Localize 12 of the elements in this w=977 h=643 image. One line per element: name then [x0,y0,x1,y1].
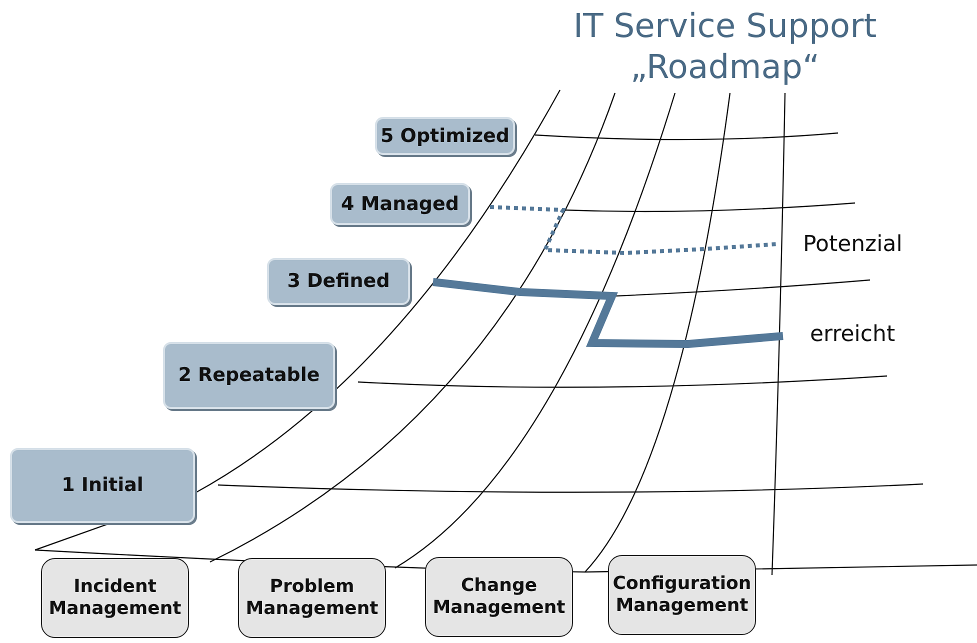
title: IT Service Support „Roadmap“ [572,5,878,88]
line-label: erreicht [810,322,896,347]
process-box: Problem Management [238,558,386,638]
line-label: Potenzial [803,232,902,257]
level-box: 4 Managed [330,183,470,225]
process-box: Configuration Management [608,555,756,635]
level-box: 2 Repeatable [163,342,335,409]
level-box: 5 Optimized [375,117,515,155]
process-box: Incident Management [41,558,189,638]
level-box: 3 Defined [267,258,410,305]
level-box: 1 Initial [10,448,195,523]
process-box: Change Management [425,557,573,637]
